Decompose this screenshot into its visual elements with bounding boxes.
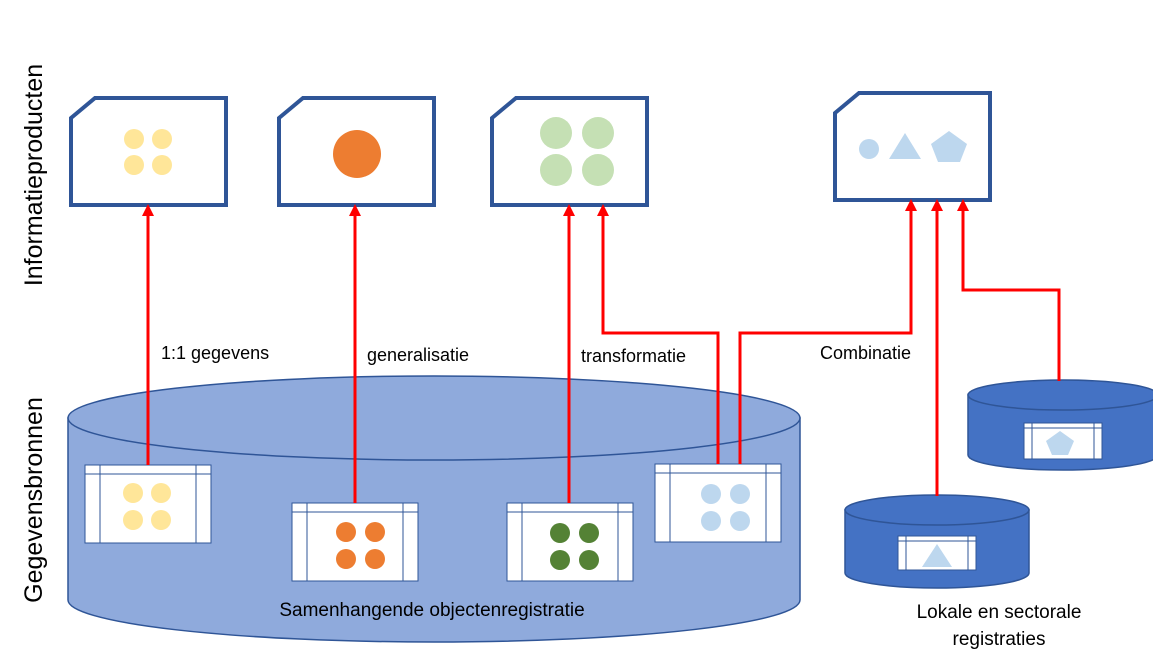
- source-table-orange: [291, 502, 419, 582]
- local-registries-label-line2: registraties: [953, 629, 1046, 650]
- edge-label-generalisation: generalisatie: [367, 345, 469, 365]
- edge-label-one-to-one: 1:1 gegevens: [161, 343, 269, 363]
- arrow-transformation-blue: [597, 204, 720, 464]
- flow-arrows: [142, 199, 1061, 503]
- source-table-blue: [654, 463, 782, 543]
- arrow-combination-blue: [738, 199, 917, 464]
- side-label-gegevensbronnen: Gegevensbronnen: [20, 397, 48, 603]
- main-registry-label: Samenhangende objectenregistratie: [279, 600, 584, 621]
- product-card-combination: [833, 91, 992, 202]
- arrow-combination-pentagon: [957, 199, 1061, 381]
- source-table-triangle: [897, 535, 977, 571]
- side-label-informatieproducten: Informatieproducten: [20, 64, 48, 286]
- edge-label-transformation: transformatie: [581, 346, 686, 366]
- product-card-generalisation: [277, 96, 436, 207]
- source-table-pentagon: [1023, 422, 1103, 460]
- edge-label-combination: Combinatie: [820, 343, 911, 363]
- product-card-transformation: [490, 96, 649, 207]
- source-table-green: [506, 502, 634, 582]
- main-registry-cylinder: [67, 375, 801, 643]
- source-table-yellow: [84, 464, 212, 544]
- local-registries-label-line1: Lokale en sectorale: [917, 602, 1082, 623]
- product-card-1-1: [69, 96, 228, 207]
